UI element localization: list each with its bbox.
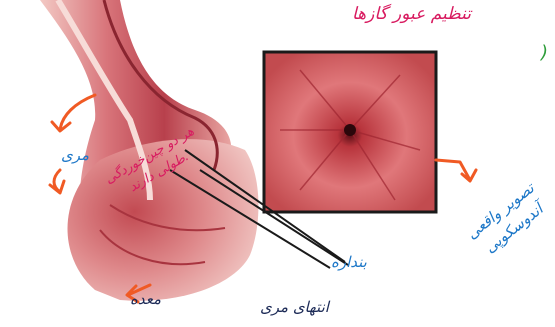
endoscopy-image <box>264 52 436 212</box>
label-stomach: معده <box>130 292 161 307</box>
label-esophagus-end: انتهای مری <box>260 300 329 315</box>
page-title: تنظیم عبور گازها <box>352 6 471 23</box>
arrow-esophagus <box>52 95 95 131</box>
label-sphincter: بنداره <box>331 255 367 270</box>
label-esophagus: مری <box>61 148 89 163</box>
arrow-folds <box>50 170 64 193</box>
arrow-endoscopy <box>436 160 476 181</box>
closing-parenthesis: ) <box>541 44 548 62</box>
